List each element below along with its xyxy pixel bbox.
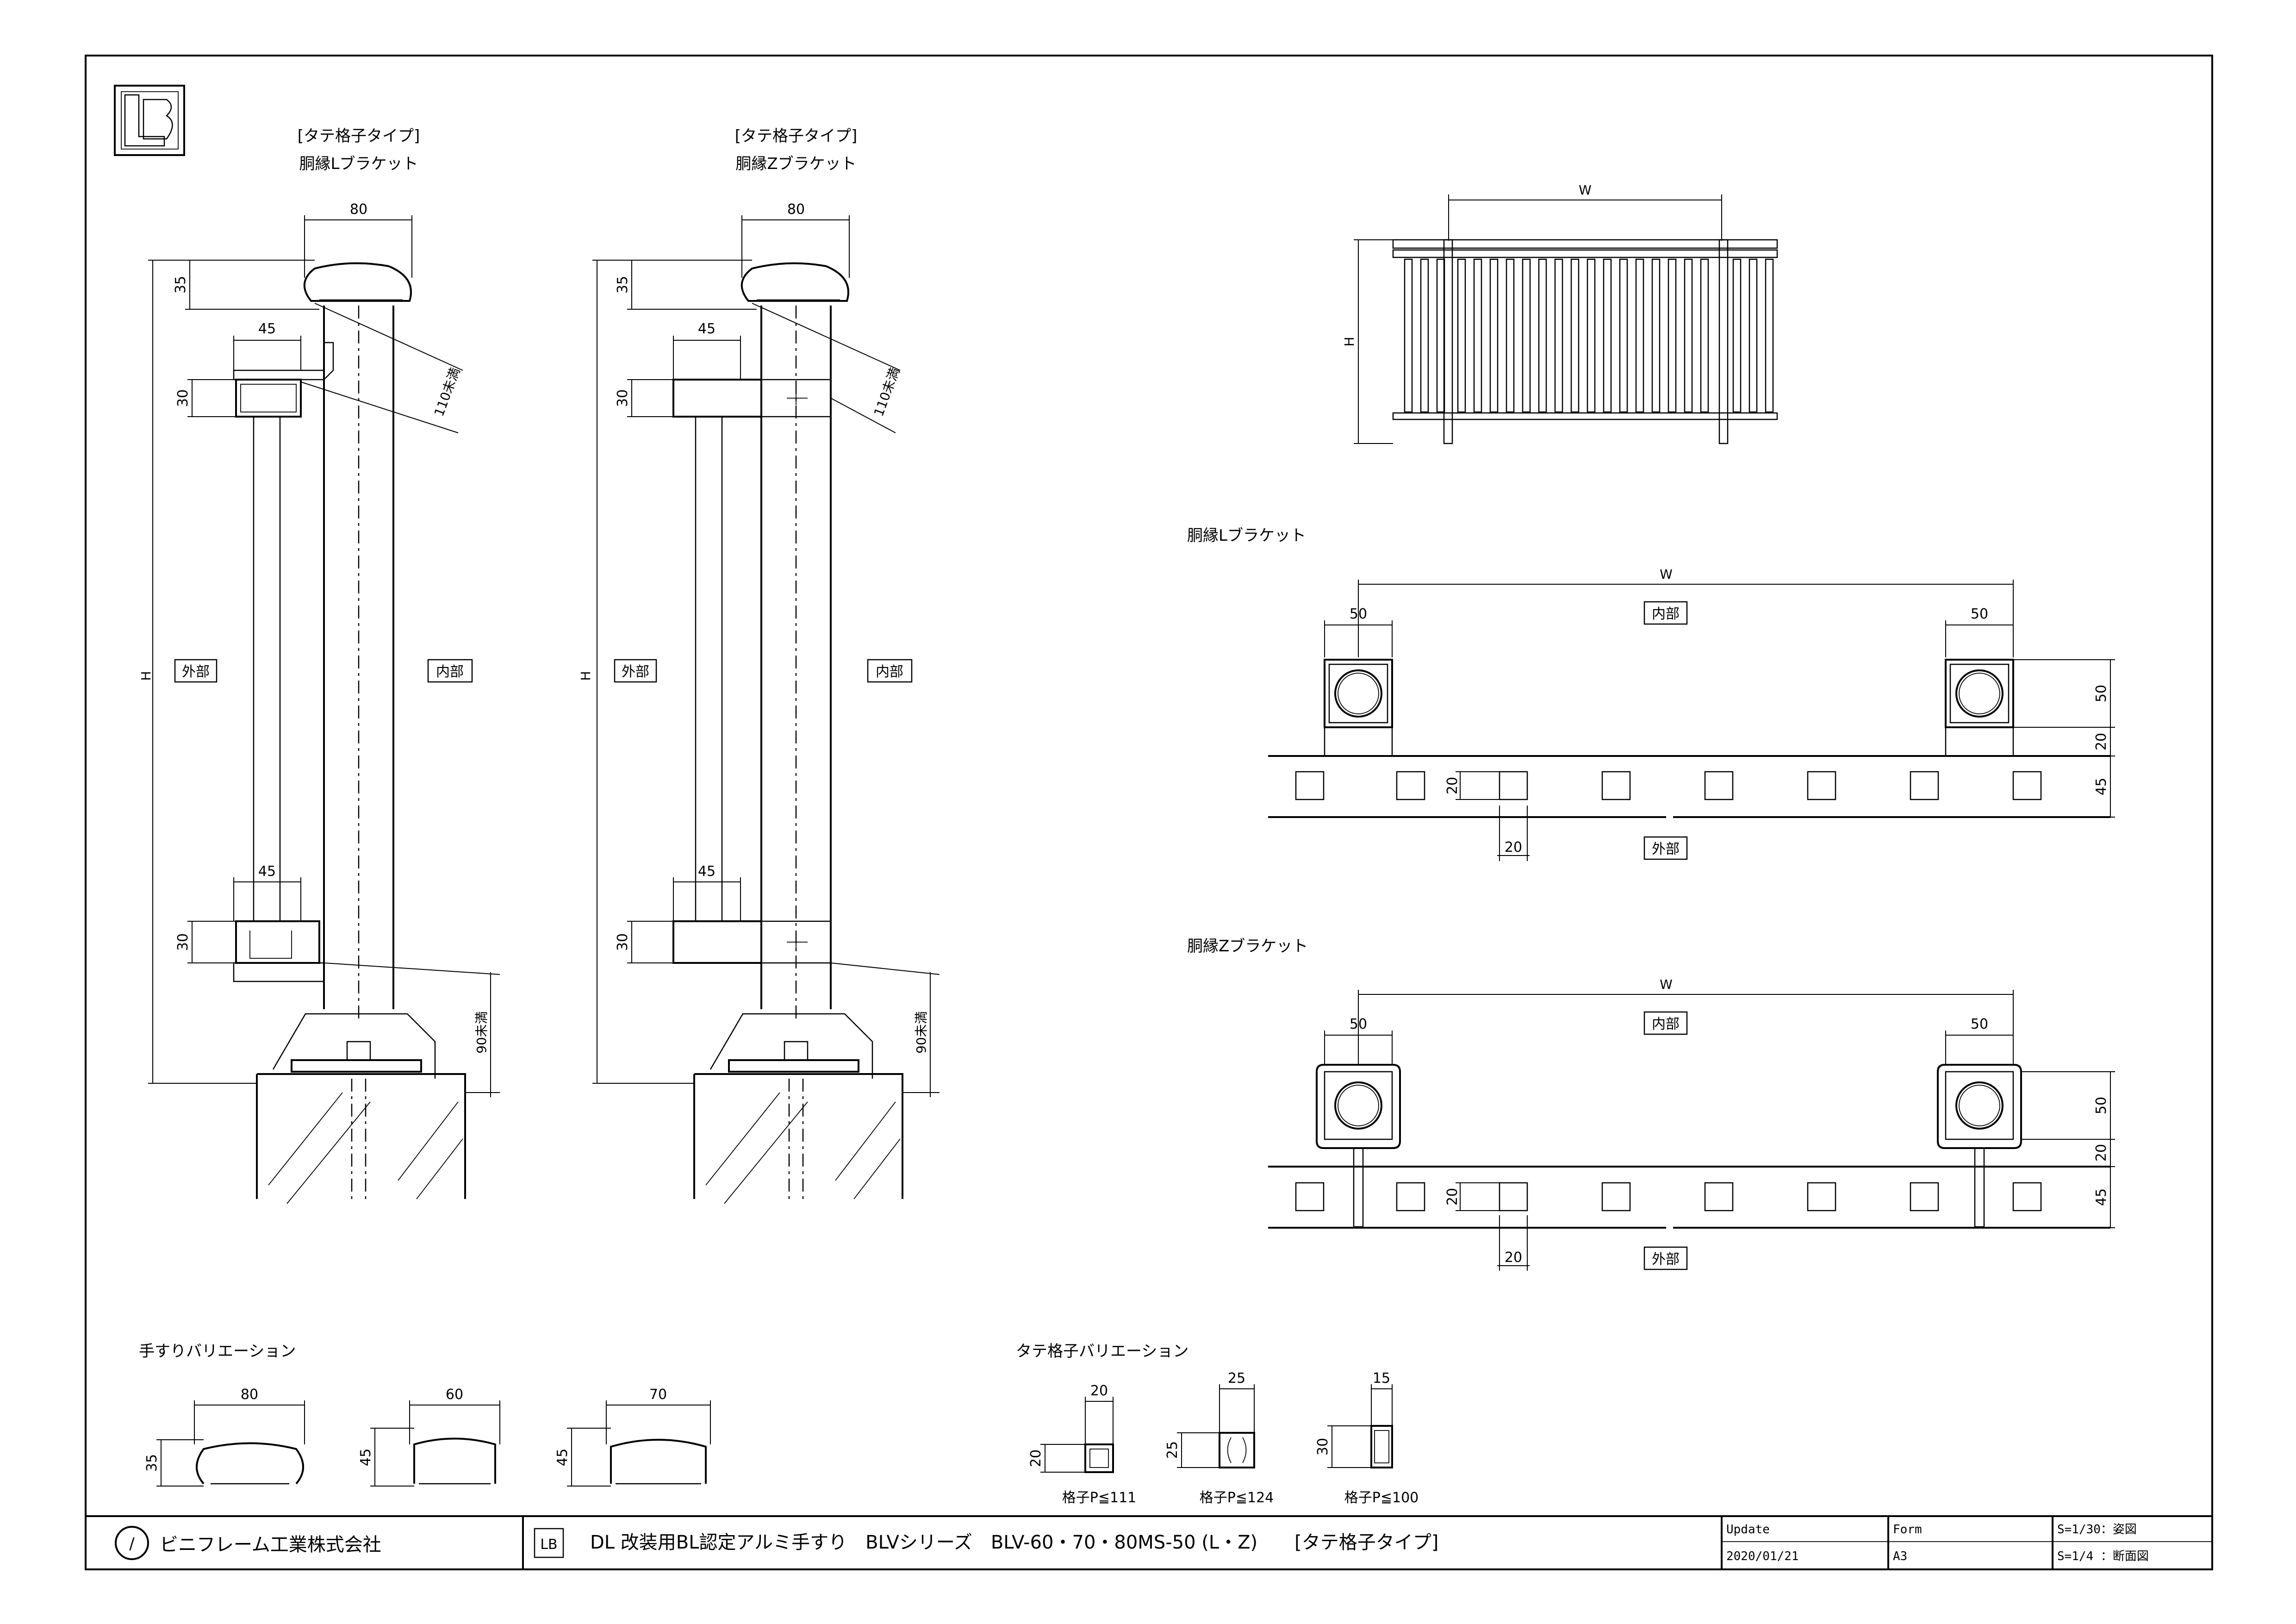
plan-z-v20: 20 <box>2093 1144 2109 1162</box>
label-inside-z: 内部 <box>876 664 903 680</box>
lt2-pitch: 格子P≦124 <box>1200 1490 1274 1506</box>
dim-90-z: 90未満 <box>914 1011 929 1054</box>
dim-110-l: 110未満 <box>431 366 463 418</box>
plan-z-20-side: 20 <box>1444 1188 1461 1206</box>
section-title-l: 胴縁Lブラケット <box>299 155 418 173</box>
form-label: Form <box>1893 1523 1922 1537</box>
plan-z-v50: 50 <box>2093 1097 2109 1114</box>
dim-30-bot-z: 30 <box>615 933 631 951</box>
hr1-height: 35 <box>144 1454 160 1472</box>
form-value: A3 <box>1893 1549 1907 1563</box>
section-z-bracket: [タテ格子タイプ] 胴縁Zブラケット H 80 <box>578 127 940 1204</box>
svg-text:LB: LB <box>540 1537 557 1553</box>
dim-80-l: 80 <box>350 201 367 218</box>
svg-text:/: / <box>129 1535 135 1553</box>
handrail-variation-title: 手すりバリエーション <box>139 1342 296 1361</box>
dim-35-l: 35 <box>173 276 189 294</box>
plan-l-50-left: 50 <box>1350 606 1367 622</box>
plan-z-v45: 45 <box>2093 1188 2109 1206</box>
title-lb-logo: LB <box>534 1528 564 1558</box>
hr3-width: 70 <box>649 1387 667 1403</box>
plan-z-50-right: 50 <box>1971 1016 1988 1032</box>
label-inside-l: 内部 <box>436 664 464 680</box>
plan-title-l: 胴縁Lブラケット <box>1187 526 1306 545</box>
plan-l-outside: 外部 <box>1652 841 1680 857</box>
lt1-pitch: 格子P≦111 <box>1062 1490 1137 1506</box>
lt2-height: 25 <box>1164 1441 1181 1459</box>
dim-45-top-z: 45 <box>698 321 716 337</box>
dim-45-top-l: 45 <box>258 321 276 337</box>
hr2-width: 60 <box>446 1387 463 1403</box>
section-title-z: 胴縁Zブラケット <box>735 155 856 173</box>
plan-title-z: 胴縁Zブラケット <box>1187 937 1308 956</box>
hr3-height: 45 <box>554 1449 571 1466</box>
plan-l-v45: 45 <box>2093 778 2109 795</box>
plan-l-50-right: 50 <box>1971 606 1988 622</box>
type-label-z: [タテ格子タイプ] <box>735 127 858 145</box>
plan-l-v20: 20 <box>2093 733 2109 750</box>
lattice-variation-title: タテ格子バリエーション <box>1016 1342 1188 1361</box>
label-outside-l: 外部 <box>182 664 210 680</box>
lb-logo <box>114 85 185 156</box>
dim-45-bot-l: 45 <box>258 863 276 880</box>
scale-2: S=1/4 ：断面図 <box>2057 1549 2149 1563</box>
hr1-width: 80 <box>241 1387 258 1403</box>
dim-80-z: 80 <box>787 201 805 218</box>
plan-z-inside: 内部 <box>1652 1016 1680 1032</box>
type-label-l: [タテ格子タイプ] <box>298 127 420 145</box>
plan-z-w: W <box>1660 977 1673 992</box>
lt2-width: 25 <box>1228 1370 1245 1387</box>
dim-35-z: 35 <box>615 276 631 294</box>
plan-z-20-bottom: 20 <box>1505 1249 1522 1266</box>
plan-z-outside: 外部 <box>1652 1251 1680 1268</box>
elevation-view: W H <box>1342 182 1778 444</box>
plan-l-20-side: 20 <box>1444 777 1461 794</box>
dim-h-l: H <box>138 671 154 681</box>
dim-30-top-l: 30 <box>175 389 191 407</box>
dim-90-l: 90未満 <box>474 1011 489 1054</box>
update-value: 2020/01/21 <box>1726 1549 1799 1563</box>
plan-l-bracket: 胴縁Lブラケット W 内部 50 50 <box>1187 526 2115 861</box>
plan-l-inside: 内部 <box>1652 606 1680 622</box>
product-title: DL 改装用BL認定アルミ手すり BLVシリーズ BLV-60・70・80MS-… <box>590 1532 1438 1553</box>
plan-l-20-bottom: 20 <box>1505 839 1522 856</box>
lt3-width: 15 <box>1373 1370 1390 1387</box>
plan-l-w: W <box>1660 567 1673 582</box>
label-outside-z: 外部 <box>622 664 649 680</box>
elev-h: H <box>1342 337 1357 346</box>
lt3-pitch: 格子P≦100 <box>1344 1490 1419 1506</box>
lattice-variations: タテ格子バリエーション 20 20 格子P≦111 25 25 格子P≦124 … <box>1016 1342 1419 1506</box>
dim-30-bot-l: 30 <box>175 933 191 951</box>
dim-h-z: H <box>578 671 593 681</box>
handrail-variations: 手すりバリエーション 80 35 60 45 70 45 <box>139 1342 711 1487</box>
sheet-border <box>85 55 2213 1570</box>
scale-1: S=1/30：姿図 <box>2057 1523 2137 1537</box>
dim-45-bot-z: 45 <box>698 863 716 880</box>
lt1-height: 20 <box>1028 1449 1044 1467</box>
company-name: ビニフレーム工業株式会社 <box>160 1534 381 1555</box>
section-l-bracket: [タテ格子タイプ] 胴縁Lブラケット H <box>138 127 500 1204</box>
title-block: / ビニフレーム工業株式会社 LB DL 改装用BL認定アルミ手すり BLVシリ… <box>86 1515 2212 1569</box>
update-label: Update <box>1726 1523 1770 1537</box>
plan-l-v50: 50 <box>2093 685 2109 702</box>
company-logo: / <box>115 1526 149 1560</box>
dim-110-z: 110未満 <box>871 366 902 418</box>
hr2-height: 45 <box>358 1449 374 1466</box>
lt1-width: 20 <box>1090 1383 1108 1399</box>
elev-w: W <box>1579 182 1592 198</box>
lt3-height: 30 <box>1315 1438 1331 1455</box>
dim-30-top-z: 30 <box>615 389 631 407</box>
plan-z-50-left: 50 <box>1350 1016 1367 1032</box>
plan-z-bracket: 胴縁Zブラケット W 内部 50 50 <box>1187 937 2115 1271</box>
